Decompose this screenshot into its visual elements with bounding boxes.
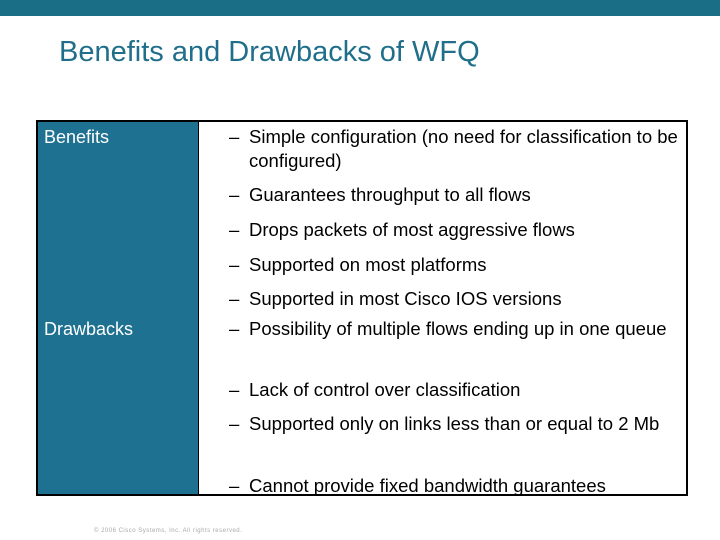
dash: –	[229, 288, 240, 309]
drawback-text: Lack of control over classification	[249, 379, 521, 400]
benefit-item: –Guarantees throughput to all flows	[229, 183, 699, 207]
benefits-drawbacks-table: Benefits Drawbacks –Simple configuration…	[36, 120, 688, 496]
drawback-item: –Cannot provide fixed bandwidth guarante…	[229, 474, 699, 498]
drawback-item: –Supported only on links less than or eq…	[229, 412, 699, 436]
drawback-text: Cannot provide fixed bandwidth guarantee…	[249, 475, 606, 496]
benefit-text: Supported in most Cisco IOS versions	[249, 288, 562, 309]
top-banner	[0, 0, 720, 16]
dash: –	[229, 184, 240, 205]
slide-title: Benefits and Drawbacks of WFQ	[59, 36, 480, 68]
dash: –	[229, 254, 240, 275]
dash: –	[229, 379, 240, 400]
copyright-footer: © 2006 Cisco Systems, Inc. All rights re…	[94, 528, 243, 534]
benefit-text: Simple configuration (no need for classi…	[249, 126, 678, 171]
drawback-text: Possibility of multiple flows ending up …	[249, 318, 667, 339]
benefit-text: Supported on most platforms	[249, 254, 487, 275]
dash: –	[229, 413, 240, 434]
drawback-item: –Lack of control over classification	[229, 378, 699, 402]
benefit-item: –Drops packets of most aggressive flows	[229, 218, 699, 242]
drawback-text: Supported only on links less than or equ…	[249, 413, 660, 434]
dash: –	[229, 219, 240, 240]
benefit-item: –Supported in most Cisco IOS versions	[229, 287, 699, 311]
benefit-text: Drops packets of most aggressive flows	[249, 219, 575, 240]
benefits-label: Benefits	[44, 127, 110, 147]
dash: –	[229, 475, 240, 496]
benefit-item: –Simple configuration (no need for class…	[229, 125, 699, 173]
drawbacks-label: Drawbacks	[44, 319, 134, 339]
dash: –	[229, 126, 240, 147]
benefit-text: Guarantees throughput to all flows	[249, 184, 531, 205]
drawback-item: –Possibility of multiple flows ending up…	[229, 317, 699, 341]
benefit-item: –Supported on most platforms	[229, 253, 699, 277]
label-column: Benefits Drawbacks	[38, 122, 199, 494]
dash: –	[229, 318, 240, 339]
